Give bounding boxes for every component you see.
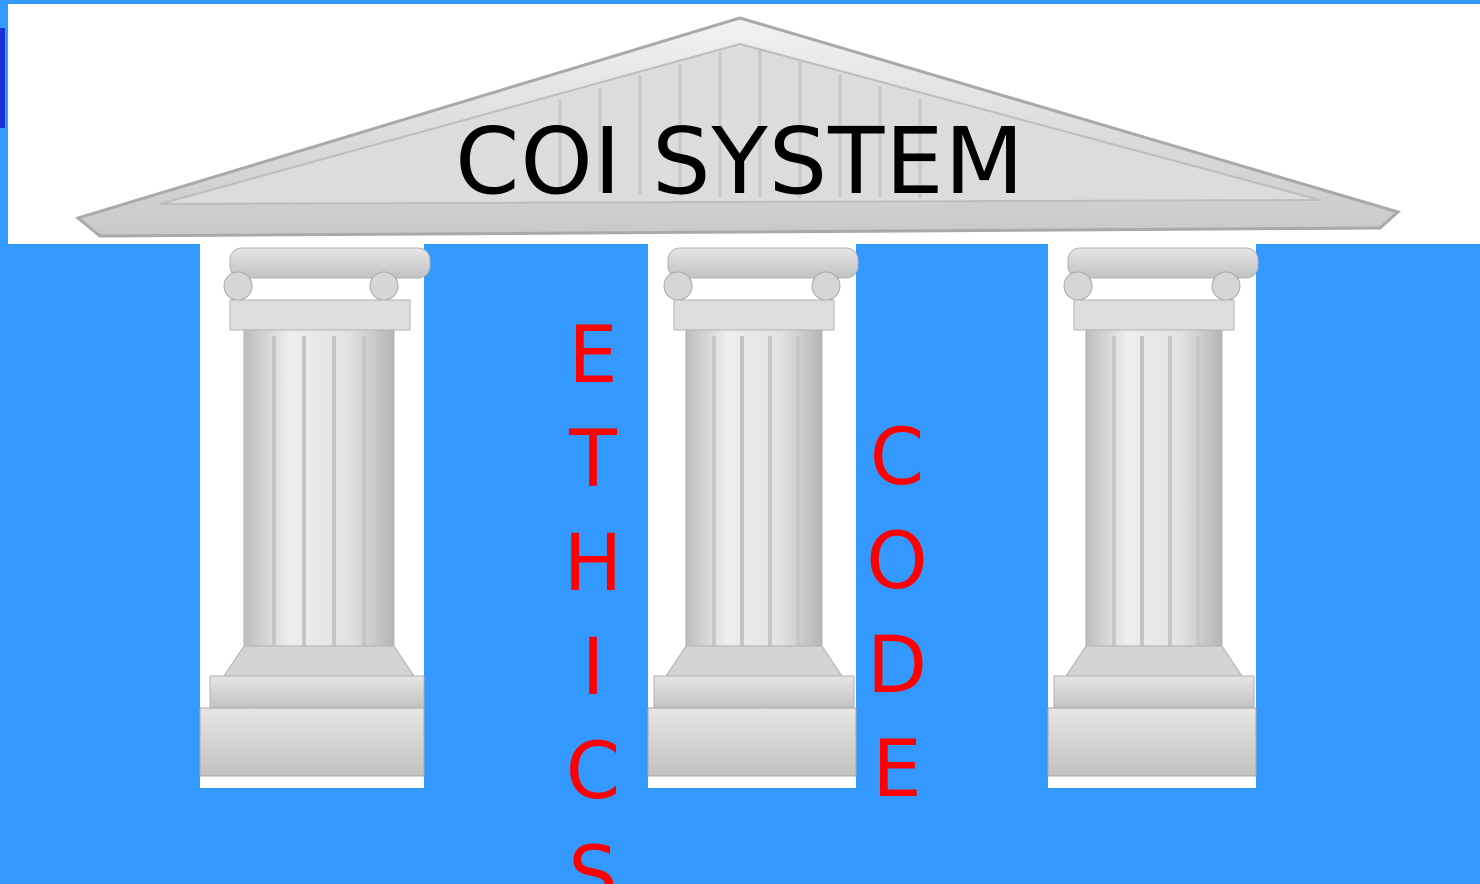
pillar-center bbox=[647, 247, 859, 777]
letter: E bbox=[872, 725, 922, 815]
vertical-word-code: C O D E bbox=[862, 406, 932, 822]
letter: D bbox=[866, 621, 928, 711]
vertical-word-ethics: E T H I C S bbox=[558, 304, 628, 884]
letter: I bbox=[581, 623, 605, 713]
letter: C bbox=[869, 413, 925, 503]
left-edge-mark bbox=[0, 28, 5, 128]
letter: S bbox=[568, 831, 618, 884]
letter: T bbox=[569, 415, 617, 505]
pediment-roof bbox=[74, 16, 1402, 238]
pillar-left bbox=[199, 247, 431, 777]
letter: H bbox=[563, 519, 623, 609]
letter: O bbox=[866, 517, 928, 607]
diagram-title: COI SYSTEM bbox=[455, 108, 1025, 215]
pillar-right bbox=[1047, 247, 1259, 777]
letter: C bbox=[565, 727, 621, 817]
letter: E bbox=[568, 311, 618, 401]
